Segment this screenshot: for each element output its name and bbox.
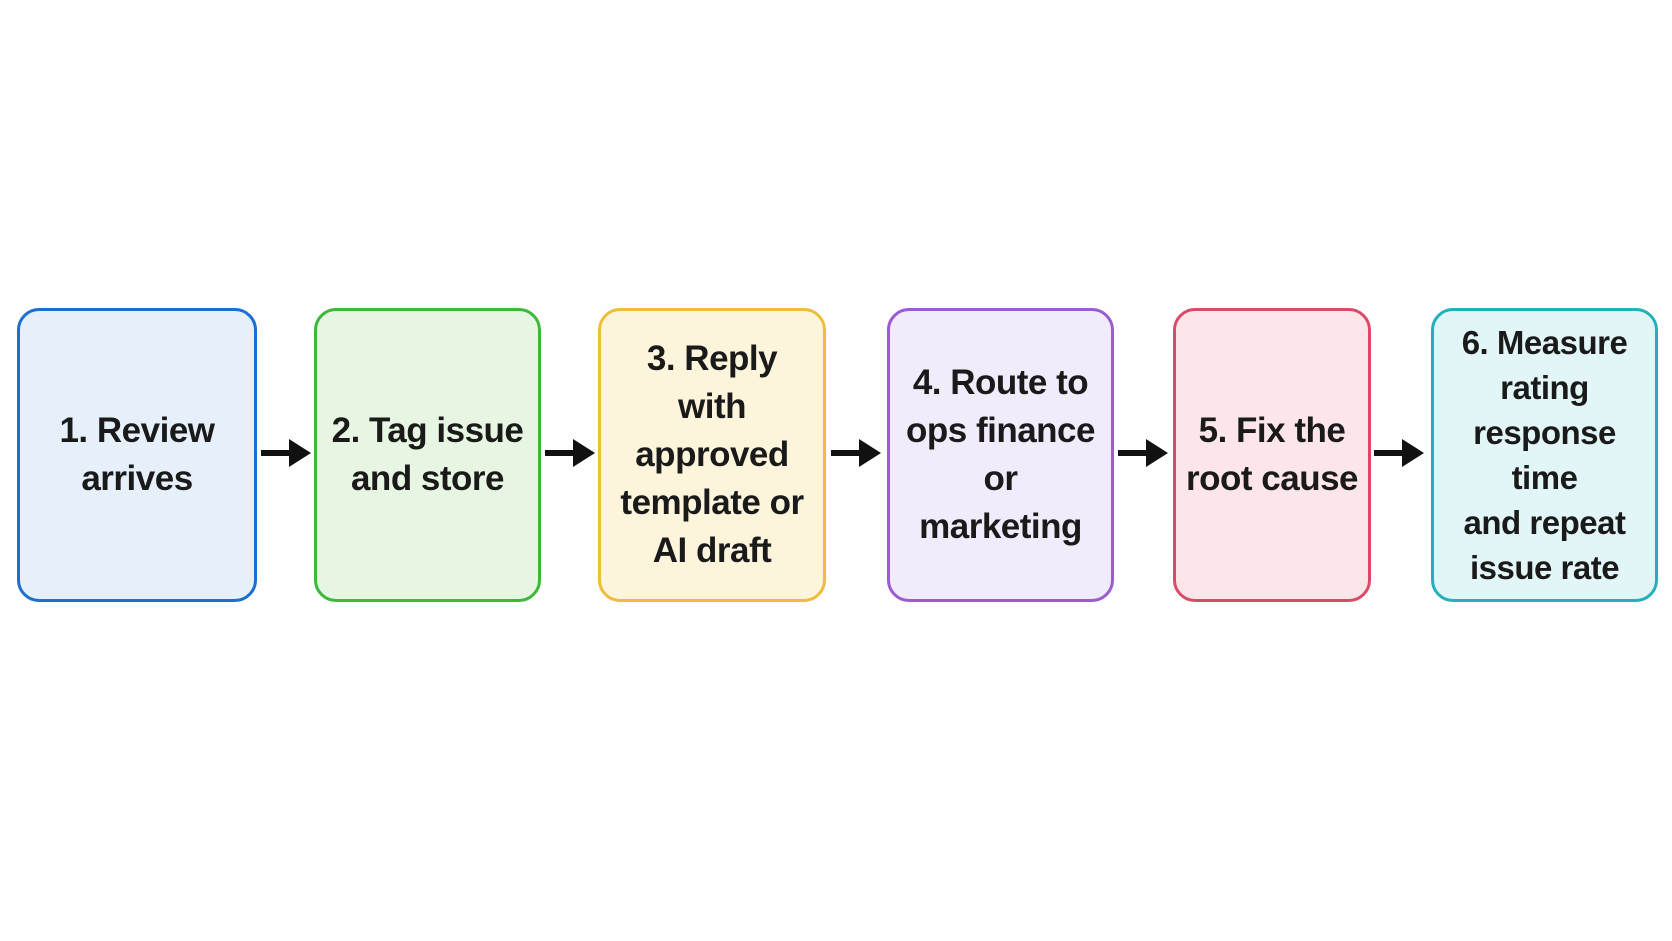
arrow-right-icon — [261, 433, 313, 473]
arrow-right-icon — [831, 433, 883, 473]
step-4-box: 4. Route to ops finance or marketing — [887, 308, 1114, 602]
step-5-label: 5. Fix the root cause — [1186, 411, 1359, 498]
step-4-label: 4. Route to ops finance or marketing — [906, 363, 1095, 546]
step-3-box: 3. Reply with approved template or AI dr… — [598, 308, 826, 602]
step-2-box: 2. Tag issue and store — [314, 308, 541, 602]
step-1-box: 1. Review arrives — [17, 308, 257, 602]
arrow-right-icon — [1118, 433, 1170, 473]
arrow-right-icon — [1374, 433, 1426, 473]
arrow-right-icon — [545, 433, 597, 473]
step-5-box: 5. Fix the root cause — [1173, 308, 1371, 602]
step-6-box: 6. Measure rating response time and repe… — [1431, 308, 1658, 602]
step-3-label: 3. Reply with approved template or AI dr… — [620, 339, 804, 570]
step-1-label: 1. Review arrives — [59, 411, 215, 498]
step-2-label: 2. Tag issue and store — [331, 411, 524, 498]
step-6-label: 6. Measure rating response time and repe… — [1461, 324, 1628, 586]
